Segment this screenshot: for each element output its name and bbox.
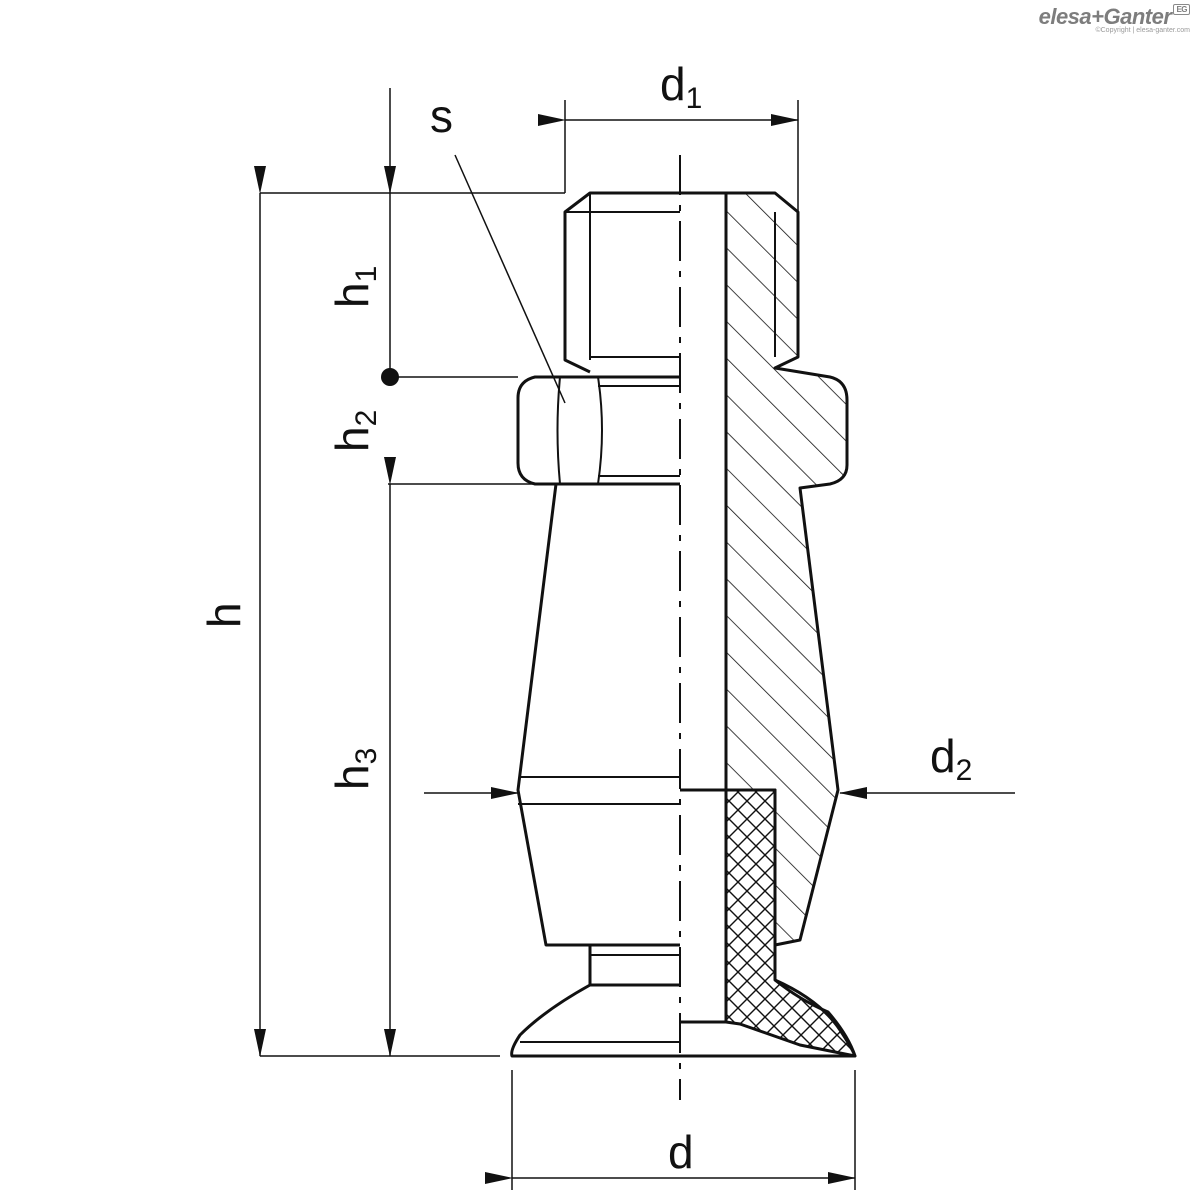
brand-right: Ganter (1103, 4, 1172, 29)
label-s: s (430, 90, 453, 142)
exterior-view (510, 191, 680, 1058)
brand-badge: EG (1173, 4, 1190, 15)
dimension-lines (254, 88, 1015, 1190)
label-d2: d2 (930, 730, 972, 787)
label-d: d (668, 1126, 694, 1178)
brand-plus: + (1091, 4, 1104, 29)
reference-dot (381, 368, 399, 386)
brand-left: elesa (1038, 4, 1092, 29)
label-h1: h1 (326, 266, 383, 308)
section-view (680, 191, 857, 1058)
label-d1: d1 (660, 58, 702, 115)
label-h2: h2 (326, 410, 383, 452)
label-h3: h3 (326, 748, 383, 790)
label-h: h (198, 602, 250, 628)
brand-copyright: ©Copyright | elesa-ganter.com (1095, 27, 1190, 34)
